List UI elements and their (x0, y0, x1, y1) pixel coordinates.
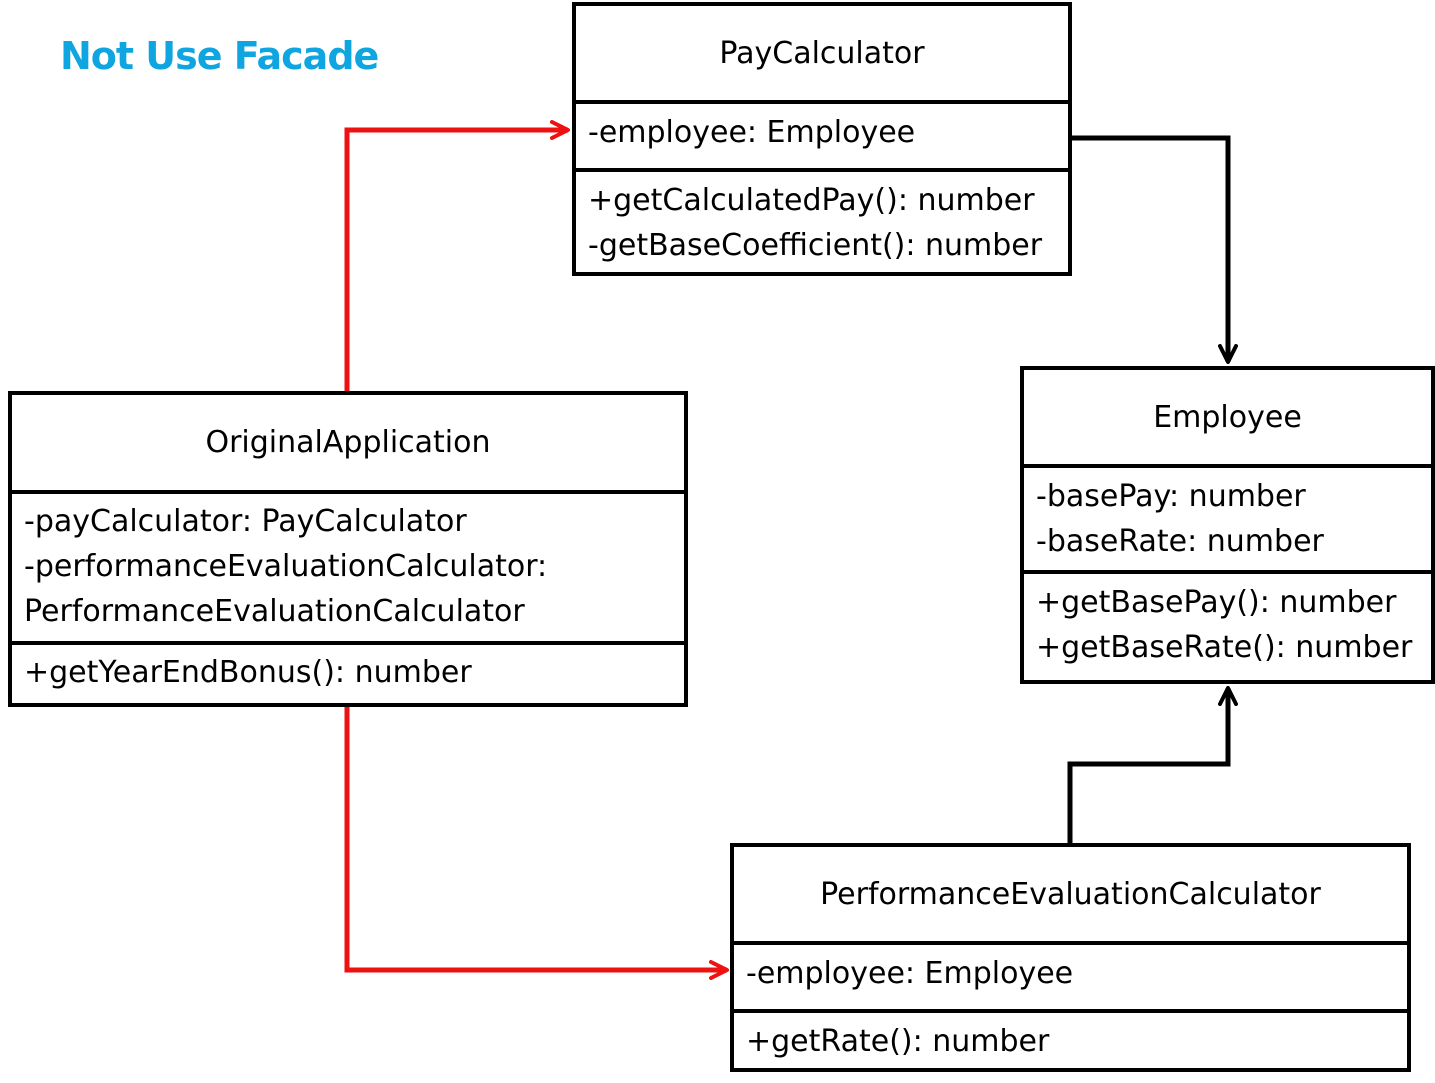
operations-section: +getCalculatedPay(): number -getBaseCoef… (576, 168, 1068, 272)
attributes-section: -payCalculator: PayCalculator -performan… (12, 490, 684, 641)
class-box-employee: Employee -basePay: number -baseRate: num… (1020, 366, 1435, 684)
attribute: PerformanceEvaluationCalculator (24, 594, 525, 629)
operation: +getBasePay(): number (1036, 585, 1397, 620)
class-name: PerformanceEvaluationCalculator (820, 876, 1321, 912)
attribute: -baseRate: number (1036, 524, 1324, 559)
attributes-section: -employee: Employee (734, 941, 1407, 1009)
dependency-arrow-to-paycalculator (344, 120, 570, 392)
operation: +getRate(): number (746, 1024, 1050, 1059)
class-box-performanceevaluationcalculator: PerformanceEvaluationCalculator -employe… (730, 843, 1411, 1072)
operation: +getYearEndBonus(): number (24, 655, 472, 690)
operations-section: +getRate(): number (734, 1009, 1407, 1068)
attribute: -performanceEvaluationCalculator: (24, 549, 548, 584)
dependency-arrow-to-performanceevaluationcalculator (344, 706, 729, 980)
attributes-section: -basePay: number -baseRate: number (1024, 464, 1431, 570)
attribute: -basePay: number (1036, 479, 1306, 514)
association-arrow-performanceevaluationcalculator-to-employee (1067, 686, 1238, 843)
class-name: PayCalculator (719, 35, 925, 71)
class-name: OriginalApplication (205, 425, 491, 460)
attribute: -employee: Employee (746, 956, 1074, 991)
operation: +getBaseRate(): number (1036, 630, 1413, 665)
class-box-paycalculator: PayCalculator -employee: Employee +getCa… (572, 2, 1072, 276)
class-name: Employee (1153, 399, 1302, 435)
class-box-originalapplication: OriginalApplication -payCalculator: PayC… (8, 391, 688, 707)
diagram-title: Not Use Facade (60, 34, 379, 78)
association-arrow-paycalculator-to-employee (1070, 135, 1238, 364)
operation: +getCalculatedPay(): number (588, 183, 1035, 218)
operations-section: +getBasePay(): number +getBaseRate(): nu… (1024, 570, 1431, 680)
attribute: -payCalculator: PayCalculator (24, 504, 467, 539)
operations-section: +getYearEndBonus(): number (12, 641, 684, 703)
operation: -getBaseCoefficient(): number (588, 228, 1043, 263)
attributes-section: -employee: Employee (576, 100, 1068, 168)
attribute: -employee: Employee (588, 115, 916, 150)
